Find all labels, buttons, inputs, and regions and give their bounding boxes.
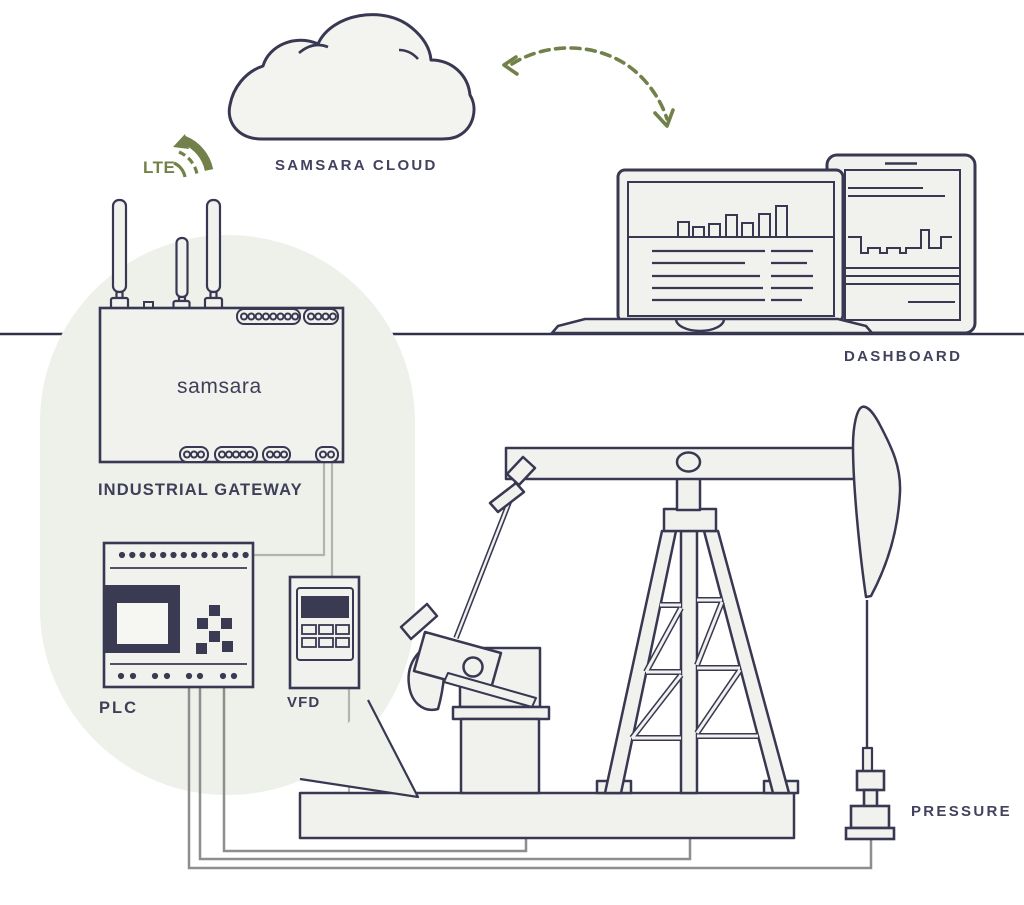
industrial-gateway-device <box>98 198 345 464</box>
laptop-illustration <box>549 168 875 335</box>
pumpjack-base <box>298 791 796 840</box>
industrial-gateway-label: INDUSTRIAL GATEWAY <box>98 481 303 499</box>
tablet-illustration <box>825 153 977 335</box>
pressure-sensor <box>844 769 896 841</box>
samson-post-braces <box>629 597 758 741</box>
gateway-antenna-right-icon <box>203 198 224 311</box>
plc-screen <box>117 603 168 644</box>
lte-label: LTE <box>143 158 176 177</box>
vfd-keypad <box>301 624 350 648</box>
wire-plc-to-pressure-sensor <box>187 678 873 870</box>
laptop-base <box>549 317 875 335</box>
plc-label: PLC <box>99 699 138 717</box>
wire-plc-to-pump-2 <box>198 678 692 861</box>
gateway-chassis <box>98 306 345 464</box>
gateway-bottom-ports <box>179 446 339 463</box>
sync-arrow-icon <box>502 46 675 128</box>
cloud-icon <box>227 13 476 141</box>
samson-post-center <box>679 529 699 795</box>
pressure-label: PRESSURE <box>911 803 1012 820</box>
plc-top-terminals <box>118 551 249 559</box>
plc-device <box>102 541 255 689</box>
lte-signal-icon <box>173 134 214 178</box>
plc-keypad <box>196 605 233 654</box>
samson-post-right-leg <box>702 529 791 795</box>
tablet-content-lines <box>845 187 960 303</box>
vfd-screen <box>301 596 349 618</box>
wire-plc-to-pump-1 <box>222 678 528 853</box>
dashboard-label: DASHBOARD <box>844 348 963 365</box>
pumpjack-illustration <box>298 405 902 840</box>
crank-pin <box>462 656 484 678</box>
callout-blob-tail <box>299 699 420 799</box>
gateway-antenna-left-icon <box>109 198 130 311</box>
beam-bearing <box>675 451 702 473</box>
vfd-label: VFD <box>287 694 321 711</box>
samsara-cloud-label: SAMSARA CLOUD <box>275 157 438 174</box>
gateway-antenna-middle-icon <box>172 236 191 311</box>
plc-bottom-terminals <box>117 672 238 680</box>
brand-wordmark: samsara <box>177 375 262 398</box>
vfd-device <box>288 575 361 690</box>
laptop-content-lines <box>652 249 813 302</box>
gateway-top-ports <box>236 308 339 325</box>
laptop-bar-chart <box>677 205 788 237</box>
tablet-step-chart <box>848 229 952 254</box>
horse-head <box>851 405 902 599</box>
samson-post-left-leg <box>603 529 678 795</box>
wire-gateway-to-plc <box>253 463 326 557</box>
gearbox-lower <box>459 717 541 795</box>
